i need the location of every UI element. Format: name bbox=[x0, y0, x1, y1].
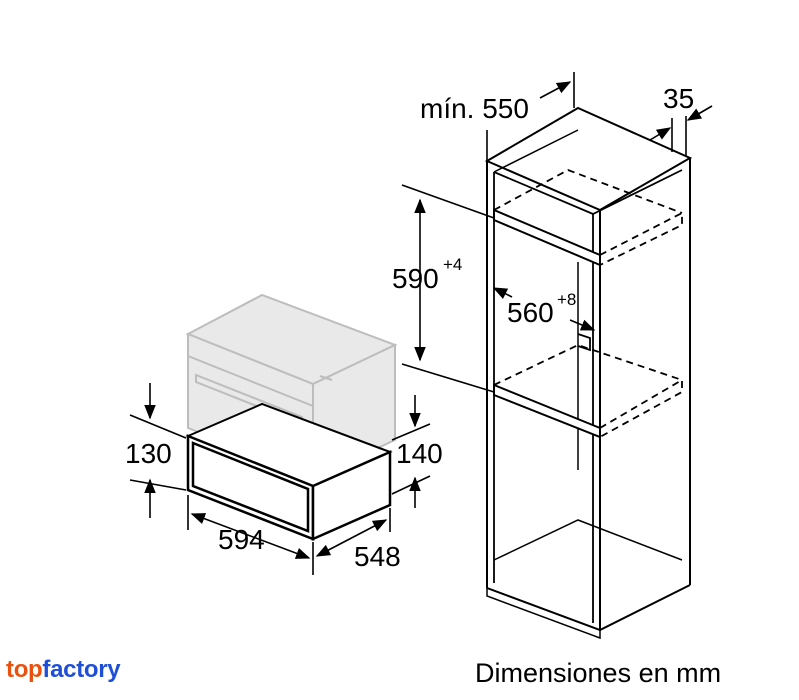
middle-shelf-back-2 bbox=[599, 378, 683, 438]
label-548: 548 bbox=[354, 541, 401, 572]
dim-35-a bbox=[649, 127, 672, 141]
cabinet-inner-top bbox=[493, 169, 683, 215]
dim-35-b bbox=[686, 105, 713, 121]
ext-130-bottom bbox=[129, 479, 187, 491]
label-560: 560 bbox=[507, 297, 554, 328]
label-590-sup: +4 bbox=[443, 255, 462, 274]
middle-shelf-front bbox=[493, 383, 601, 439]
label-35: 35 bbox=[663, 83, 694, 114]
label-560-sup: +8 bbox=[557, 290, 576, 309]
dim-594 bbox=[190, 513, 311, 559]
upper-shelf-front bbox=[493, 208, 601, 267]
logo-part-top: top bbox=[6, 656, 43, 683]
upper-shelf-back-2 bbox=[599, 211, 683, 266]
tall-cabinet bbox=[484, 106, 693, 640]
cabinet-plinth bbox=[486, 586, 601, 640]
ext-140-bottom bbox=[391, 475, 431, 495]
upper-shelf-back bbox=[493, 169, 683, 214]
drawer-side bbox=[311, 450, 392, 541]
middle-shelf-back bbox=[493, 344, 683, 386]
cabinet-back-top bbox=[493, 129, 579, 173]
ghost-foot bbox=[319, 375, 333, 381]
label-140: 140 bbox=[396, 438, 443, 469]
label-590: 590 bbox=[392, 263, 439, 294]
logo-part-factory: factory bbox=[42, 656, 121, 683]
dim-548 bbox=[315, 519, 388, 557]
ext-590-bottom bbox=[401, 363, 495, 393]
ghost-door-line bbox=[187, 355, 314, 407]
topfactory-logo: topfactory bbox=[6, 656, 121, 684]
ext-130-top bbox=[129, 414, 187, 439]
vent-notch bbox=[577, 333, 591, 352]
bottom-interior bbox=[493, 519, 683, 561]
ext-140-top bbox=[391, 423, 431, 441]
label-min-550: mín. 550 bbox=[420, 93, 529, 124]
units-caption: Dimensiones en mm bbox=[475, 658, 722, 688]
label-594: 594 bbox=[218, 524, 265, 555]
dim-560-a bbox=[492, 287, 513, 299]
ext-590-top bbox=[401, 184, 495, 219]
dimension-lines bbox=[129, 72, 713, 575]
dim-550 bbox=[539, 81, 572, 99]
label-130: 130 bbox=[125, 438, 172, 469]
dim-560-b bbox=[569, 319, 596, 331]
